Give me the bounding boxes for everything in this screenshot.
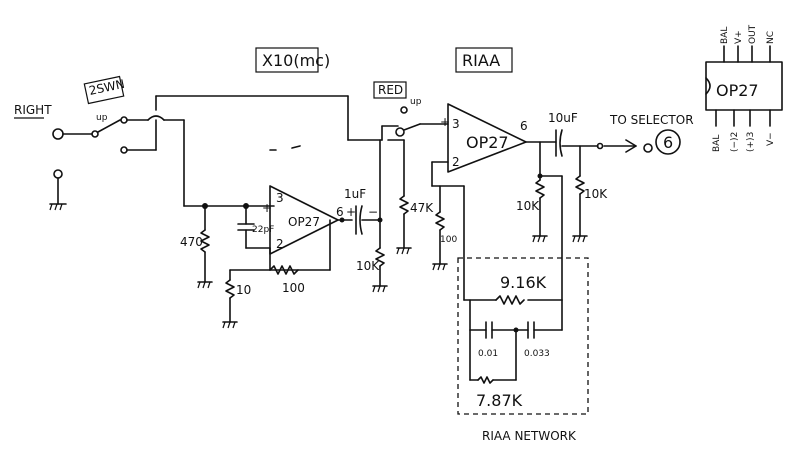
- capacitor-10uf-plate-b: [559, 129, 563, 157]
- input-jack: [52, 128, 64, 140]
- mark-b: [291, 145, 301, 149]
- label-r10: 10: [236, 283, 251, 297]
- chip-label-inv: (−)2: [730, 132, 740, 152]
- selector-connector: [643, 143, 653, 153]
- label-r10k-b: 10K: [516, 199, 540, 213]
- label-r47k: 47K: [410, 201, 434, 215]
- sw-main-lever: [97, 119, 121, 133]
- ground-symbol-470: [197, 281, 213, 289]
- output-node: [596, 142, 604, 150]
- chip-notch: [705, 77, 711, 95]
- resistor-787k: [477, 376, 494, 384]
- chip-label-vminus: V−: [766, 132, 776, 146]
- ground-symbol-10k-a: [372, 285, 388, 293]
- sw-main-common: [91, 130, 99, 138]
- op1-pin2: 2: [276, 237, 284, 251]
- resistor-10: [225, 279, 235, 299]
- chip-label-bal-top: BAL: [720, 27, 730, 44]
- resistor-100-b: [435, 211, 445, 231]
- resistor-47k: [399, 195, 409, 215]
- opamp-2: [447, 103, 527, 173]
- sw-main-pole-up: [120, 116, 128, 124]
- chip-label-bal-bot: BAL: [712, 135, 722, 152]
- chip-label-out: OUT: [748, 24, 758, 44]
- label-r916k: 9.16K: [500, 273, 547, 292]
- resistor-10k-c: [575, 175, 585, 195]
- sw-red-common: [395, 127, 405, 137]
- resistor-10k-b: [535, 179, 545, 199]
- capacitor-1uf-plate-b: [359, 205, 363, 235]
- op2-name: OP27: [466, 133, 509, 152]
- wire-crossover: [147, 115, 165, 121]
- op1-name: OP27: [288, 215, 320, 229]
- chip-name: OP27: [716, 81, 759, 100]
- label-sw-red: RED: [378, 83, 403, 97]
- label-c22pf: 22pF: [252, 225, 274, 235]
- riaa-network-box: [457, 257, 589, 415]
- label-r100-b: 100: [440, 235, 457, 245]
- label-sw-main-up: up: [96, 113, 108, 123]
- resistor-100-feedback: [269, 265, 299, 275]
- label-c0033: 0.033: [524, 349, 550, 359]
- label-r10k-a: 10K: [356, 259, 380, 273]
- label-r100: 100: [282, 281, 305, 295]
- ground-symbol-10k-b: [532, 235, 548, 243]
- label-to-selector: TO SELECTOR: [609, 113, 694, 127]
- label-riaa-title: RIAA: [462, 51, 500, 70]
- chip-label-noninv: (+)3: [746, 132, 756, 152]
- ground-symbol-jack: [49, 203, 67, 211]
- selector-badge: [655, 129, 681, 155]
- label-r10k-c: 10K: [584, 187, 608, 201]
- selector-num: 6: [663, 133, 673, 152]
- opamp-1: [269, 185, 339, 255]
- ground-symbol-10k-c: [572, 235, 588, 243]
- resistor-470: [200, 229, 210, 253]
- op1-pin3: 3: [276, 191, 284, 205]
- sw-red-lever: [403, 123, 421, 131]
- ground-symbol-47k: [396, 247, 412, 255]
- label-c10uf: 10uF: [548, 111, 578, 125]
- resistor-10k-a: [375, 247, 385, 267]
- riaa-title-box: [455, 47, 513, 73]
- chip-op27-body: [705, 61, 783, 111]
- op1-pin6: 6: [336, 205, 344, 219]
- ground-symbol-100b: [432, 263, 448, 271]
- op2-pin-plus: +: [440, 115, 450, 129]
- label-r470: 470: [180, 235, 203, 249]
- op1-pin-plus: +: [262, 201, 272, 215]
- op2-pin6: 6: [520, 119, 528, 133]
- junction-op1-out: [339, 217, 345, 223]
- c1uf-minus: −: [368, 205, 378, 219]
- label-c001: 0.01: [478, 349, 498, 359]
- gain-stage-box: [255, 47, 319, 73]
- label-sw-red-up: up: [410, 97, 422, 107]
- sw-main-label-box: [83, 75, 125, 105]
- op2-pin3: 3: [452, 117, 460, 131]
- label-c1uf: 1uF: [344, 187, 366, 201]
- junction-10k-a: [377, 217, 383, 223]
- label-right: RIGHT: [14, 103, 52, 117]
- label-r787k: 7.87K: [476, 391, 523, 410]
- ground-node-jack: [53, 169, 63, 179]
- ground-symbol-r10: [222, 321, 238, 329]
- chip-label-nc: NC: [766, 31, 776, 44]
- sw-red-pole-up: [400, 106, 408, 114]
- label-gain-stage: X10(mc): [262, 51, 330, 70]
- op2-pin2: 2: [452, 155, 460, 169]
- sw-red-label-box: [373, 81, 407, 99]
- arrow-head: [625, 139, 637, 153]
- chip-label-vplus: V+: [734, 30, 744, 44]
- resistor-916k: [495, 295, 525, 305]
- label-riaa-network: RIAA NETWORK: [482, 429, 577, 443]
- sw-main-pole-down: [120, 146, 128, 154]
- c1uf-plus: +: [346, 205, 356, 219]
